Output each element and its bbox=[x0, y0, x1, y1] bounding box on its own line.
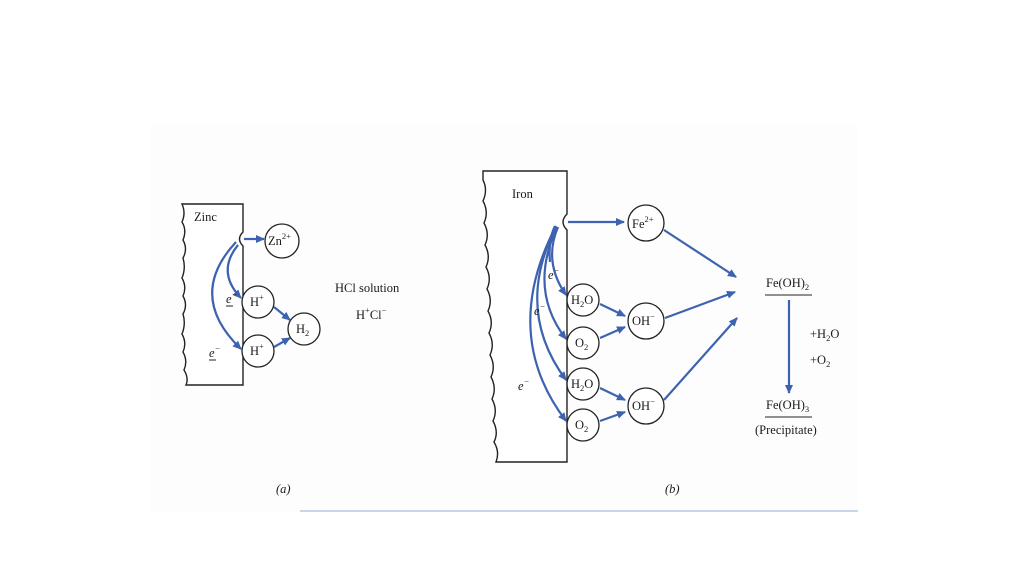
ferrous-hydroxide-label: Fe(OH)2 bbox=[766, 276, 809, 292]
arrow-fe-to-product bbox=[663, 229, 737, 278]
electron-label-b2: e− bbox=[534, 301, 545, 318]
bottom-rule bbox=[300, 510, 858, 512]
hydroxide-circle-2 bbox=[627, 387, 665, 425]
reagent-oxygen: +O2 bbox=[810, 353, 830, 369]
water-circle-2 bbox=[566, 367, 600, 401]
electron-label-b1: e− bbox=[548, 265, 559, 282]
h-plus-label-2: H+ bbox=[250, 341, 264, 358]
caption-b: (b) bbox=[665, 482, 680, 496]
h-plus-circle-2 bbox=[241, 334, 275, 368]
fe-ion-label: Fe2+ bbox=[632, 214, 654, 231]
arrow-electron-outer bbox=[548, 225, 556, 263]
zinc-label: Zinc bbox=[194, 210, 217, 224]
arrow-electron-h2 bbox=[211, 241, 242, 350]
caption-a: (a) bbox=[276, 482, 291, 496]
hydroxide-circle-1 bbox=[627, 302, 665, 340]
arrow-oh1-to-product bbox=[664, 290, 736, 320]
hydroxide-label-2: OH− bbox=[632, 396, 655, 413]
h-plus-circle-1 bbox=[241, 285, 275, 319]
arrow-electron-h1 bbox=[226, 244, 242, 299]
arrow-electron-oxygen2 bbox=[529, 225, 567, 422]
arrow-water1-oh bbox=[599, 303, 626, 317]
zn-ion-label: Zn2+ bbox=[268, 231, 291, 248]
electron-label-a1: e− bbox=[226, 289, 237, 306]
panel-a: Zinc Zn2+ H+ H+ H2 e− e− HCl solution H+… bbox=[180, 203, 400, 496]
iron-label: Iron bbox=[512, 187, 534, 201]
oxygen-label-2: O2 bbox=[575, 418, 588, 434]
oxygen-circle-1 bbox=[566, 326, 600, 360]
h-plus-label-1: H+ bbox=[250, 292, 264, 309]
oxygen-label-1: O2 bbox=[575, 336, 588, 352]
h2-label: H2 bbox=[296, 322, 309, 338]
arrow-water2-oh bbox=[599, 387, 626, 401]
h2-circle bbox=[287, 312, 321, 346]
hcl-formula: H+Cl− bbox=[356, 305, 387, 322]
panel-b: Iron Fe2+ H2O O2 H2O O2 OH− OH− bbox=[482, 170, 839, 496]
arrow-electron-water1 bbox=[551, 226, 567, 296]
water-circle-1 bbox=[566, 283, 600, 317]
water-label-2: H2O bbox=[571, 377, 593, 393]
arrow-oh2-to-product bbox=[663, 317, 738, 401]
ferric-hydroxide-label: Fe(OH)3 bbox=[766, 398, 809, 414]
electron-label-a2: e− bbox=[209, 343, 220, 360]
electron-label-b3: e− bbox=[518, 376, 529, 393]
hcl-solution-label: HCl solution bbox=[335, 281, 400, 295]
iron-block bbox=[482, 170, 568, 463]
hydroxide-label-1: OH− bbox=[632, 311, 655, 328]
oxygen-circle-2 bbox=[566, 408, 600, 442]
arrow-h2-h2 bbox=[273, 337, 291, 348]
arrow-oxygen1-oh bbox=[599, 325, 626, 340]
precipitate-label: (Precipitate) bbox=[755, 423, 817, 437]
arrow-h1-h2 bbox=[273, 306, 291, 321]
fe-ion-circle bbox=[627, 204, 665, 242]
reagent-water: +H2O bbox=[810, 327, 839, 343]
water-label-1: H2O bbox=[571, 293, 593, 309]
zn-ion-circle bbox=[264, 223, 300, 259]
arrow-oxygen2-oh bbox=[599, 410, 626, 423]
